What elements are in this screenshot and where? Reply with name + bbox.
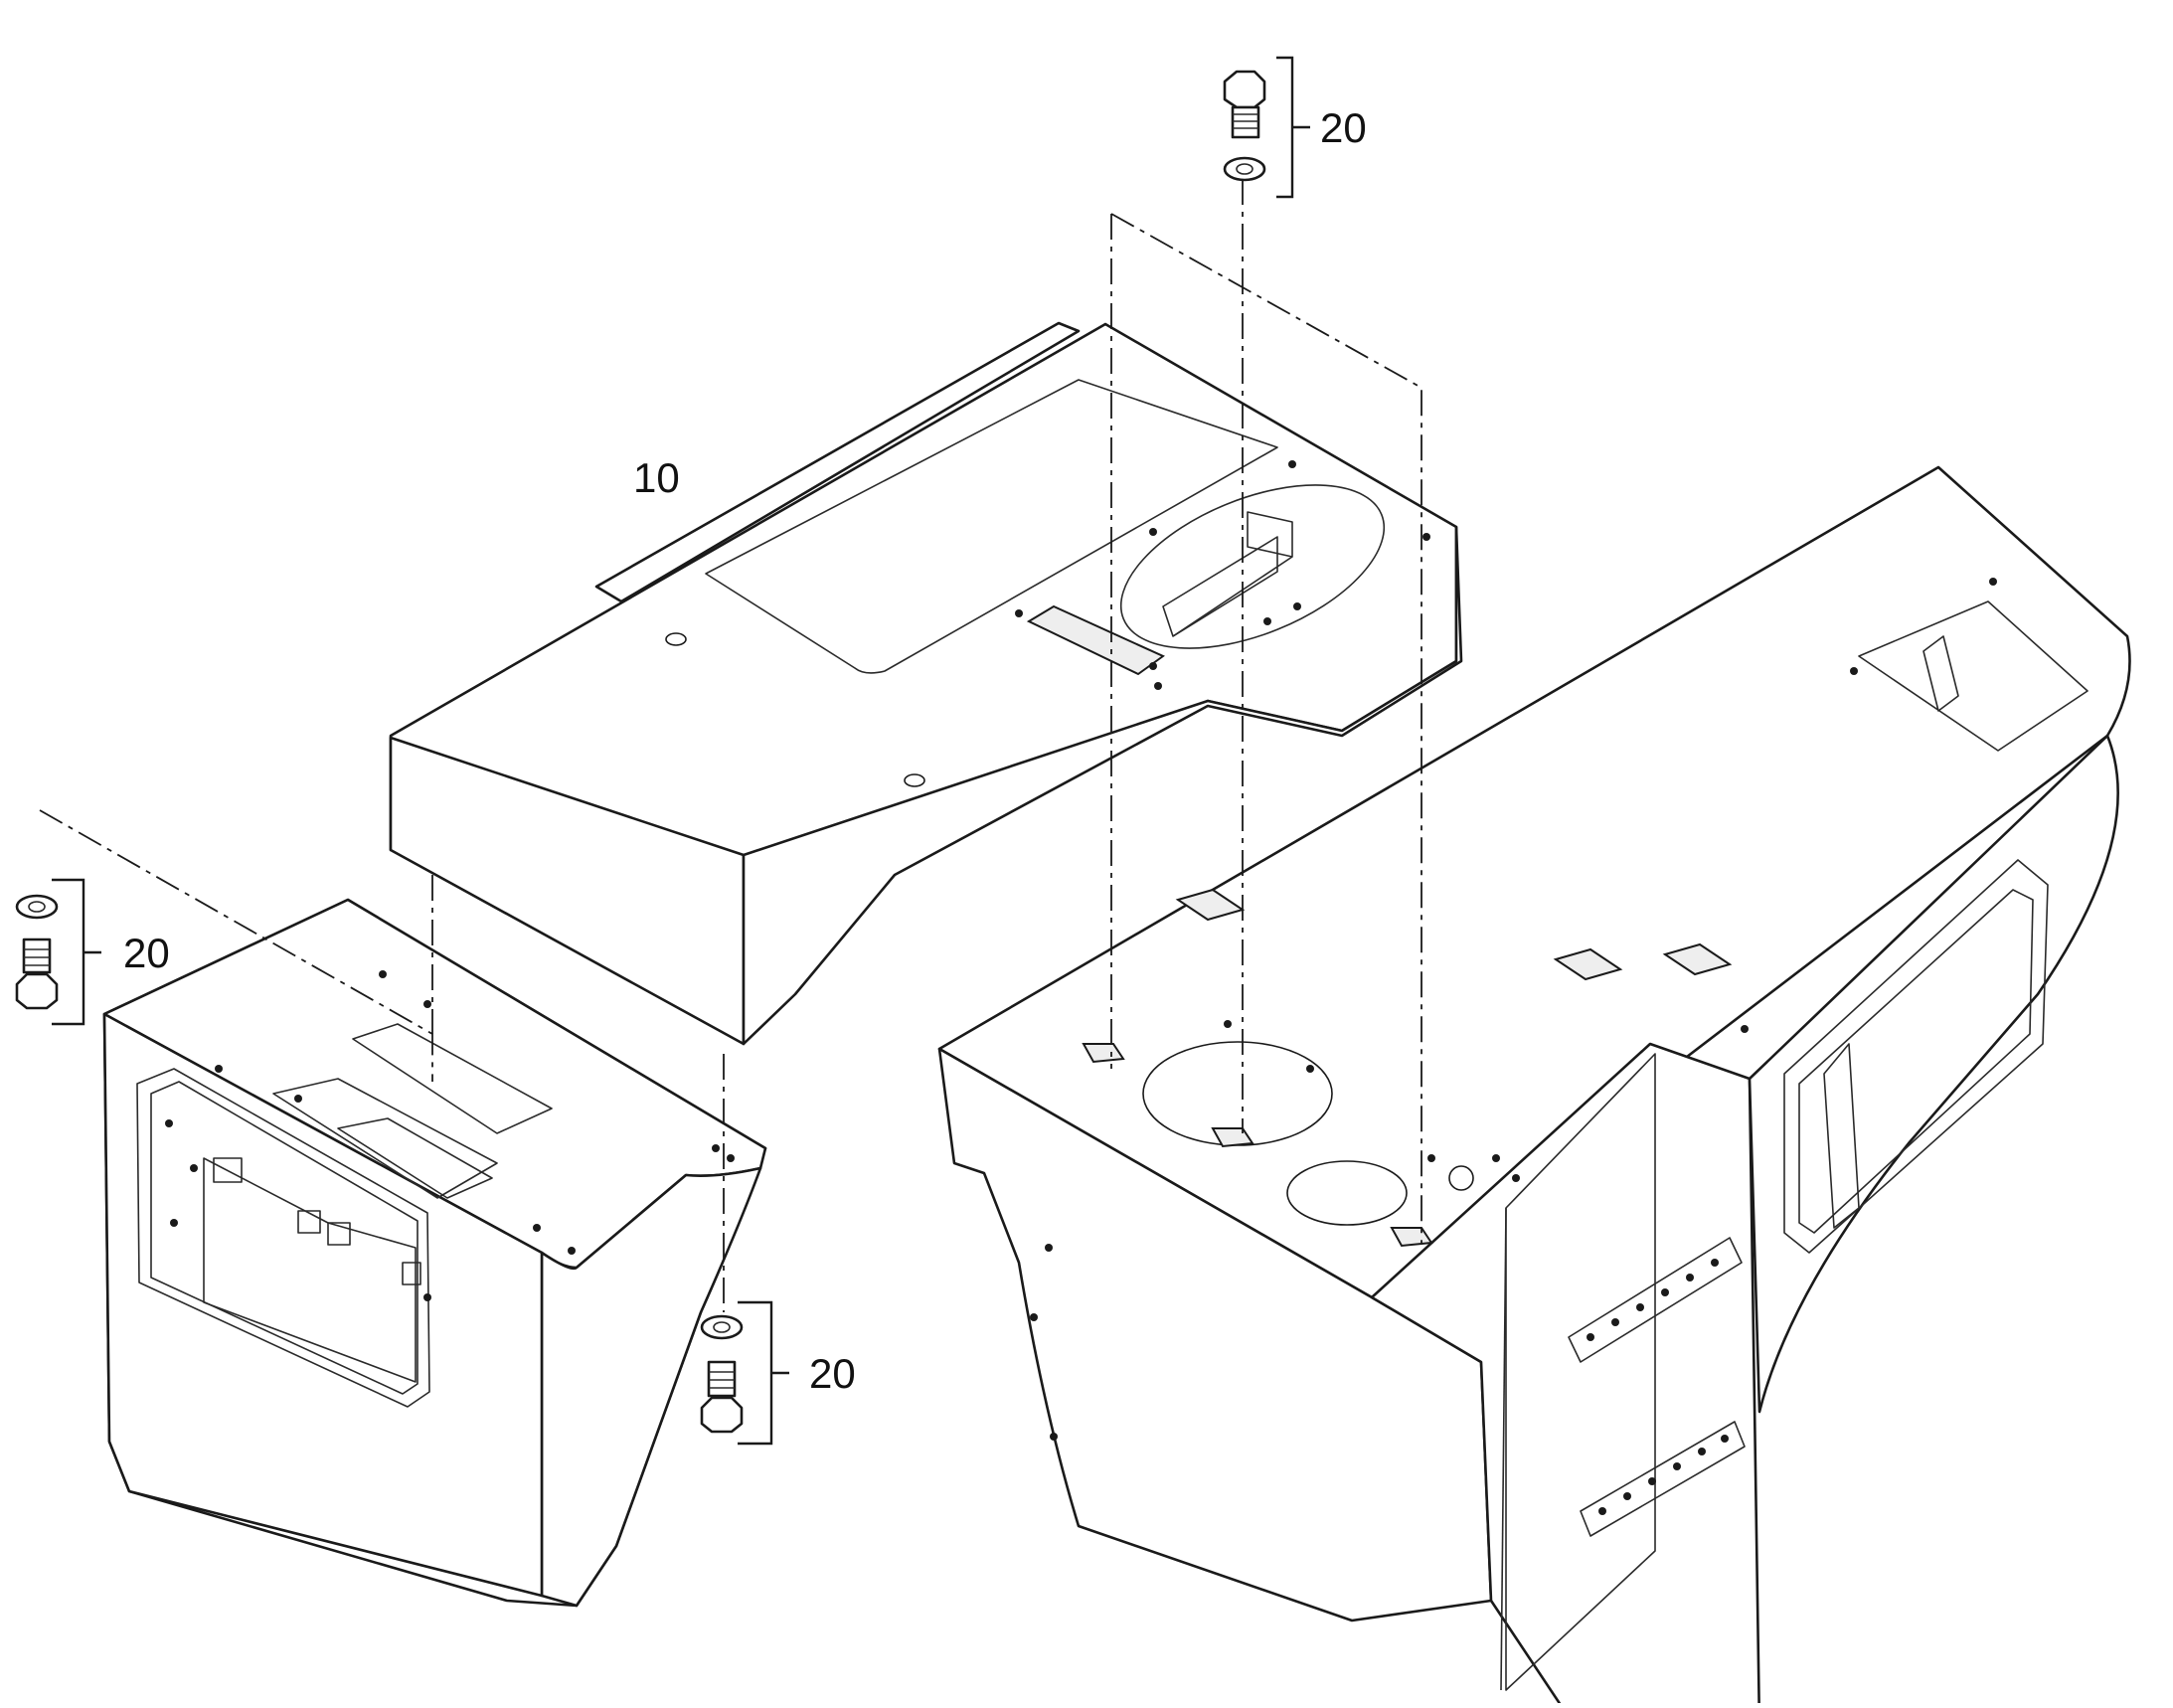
callout-label-part-10: 10 <box>633 454 680 501</box>
lower-housing <box>102 898 767 1608</box>
callout-label-part-20-bottom: 20 <box>809 1350 856 1397</box>
callout-label-part-20-left: 20 <box>123 930 170 976</box>
callout-brackets <box>52 56 1310 1446</box>
callout-label-part-20-top: 20 <box>1320 104 1367 151</box>
fastener-stack-left <box>15 894 59 1010</box>
assembly-center-lines <box>39 179 1422 1312</box>
upper-cover <box>389 321 1463 1046</box>
fastener-stack-top <box>1223 70 1266 182</box>
main-frame <box>937 465 2131 1708</box>
fastener-stack-bottom <box>700 1314 744 1434</box>
